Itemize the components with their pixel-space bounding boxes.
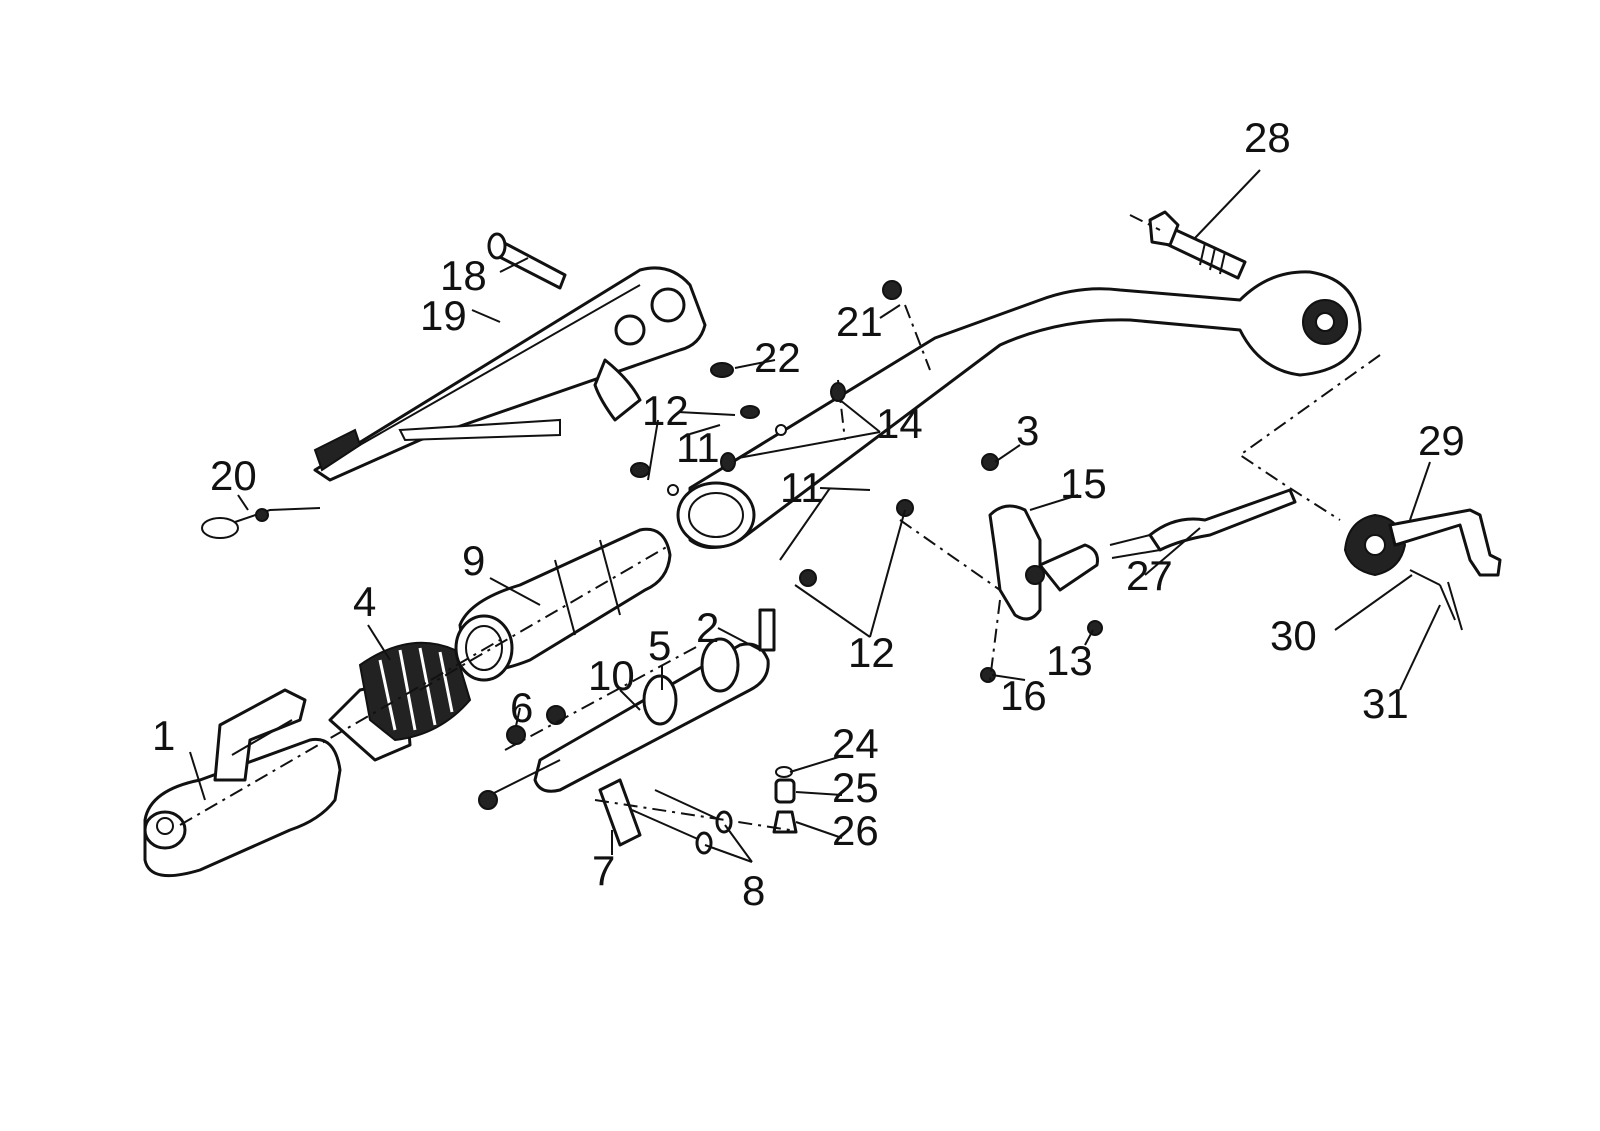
bolts-8 [631, 789, 733, 855]
breakaway-cable-20 [201, 507, 321, 539]
callout-11-b: 11 [780, 464, 824, 511]
callout-8: 8 [742, 867, 765, 914]
pin-18 [487, 232, 567, 290]
bellows-4 [328, 641, 472, 762]
callout-21: 21 [836, 298, 883, 345]
callout-11-a: 11 [676, 424, 720, 471]
callout-10: 10 [588, 652, 635, 699]
callout-13: 13 [1046, 637, 1093, 684]
callout-7: 7 [592, 847, 615, 894]
callout-14: 14 [876, 400, 923, 447]
callout-6: 6 [510, 684, 533, 731]
callouts: 1 2 3 4 5 6 7 8 9 10 11 11 12 12 12 13 1… [152, 114, 1465, 914]
callout-12-a: 12 [642, 387, 689, 434]
bolt-28 [1148, 210, 1247, 280]
damper-9 [454, 527, 672, 682]
leader-lines [189, 169, 1441, 863]
callout-30: 30 [1270, 612, 1317, 659]
bracket-15 [980, 504, 1103, 683]
callout-15: 15 [1060, 460, 1107, 507]
callout-22: 22 [754, 334, 801, 381]
callout-26: 26 [832, 807, 879, 854]
callout-12-b: 12 [848, 629, 895, 676]
assembly-centerlines [179, 214, 1381, 831]
callout-2: 2 [696, 604, 719, 651]
callout-16: 16 [1000, 672, 1047, 719]
brake-lever [313, 266, 707, 482]
callout-3: 3 [1016, 407, 1039, 454]
callout-20: 20 [210, 452, 257, 499]
callout-27: 27 [1126, 552, 1173, 599]
callout-1: 1 [152, 712, 175, 759]
callout-4: 4 [353, 578, 376, 625]
callout-5: 5 [648, 622, 671, 669]
callout-25: 25 [832, 764, 879, 811]
callout-18: 18 [440, 252, 487, 299]
callout-19: 19 [420, 292, 467, 339]
arm-27 [1109, 488, 1297, 559]
drawbar-tube [676, 270, 1362, 549]
callout-28: 28 [1244, 114, 1291, 161]
callout-9: 9 [462, 537, 485, 584]
callout-31: 31 [1362, 680, 1409, 727]
coupling-head-1 [143, 688, 342, 878]
pin-7 [598, 778, 642, 847]
lock-29 [1343, 508, 1502, 631]
small-parts-24-26 [772, 766, 798, 834]
callout-24: 24 [832, 720, 879, 767]
callout-29: 29 [1418, 417, 1465, 464]
rod-10 [478, 608, 776, 810]
